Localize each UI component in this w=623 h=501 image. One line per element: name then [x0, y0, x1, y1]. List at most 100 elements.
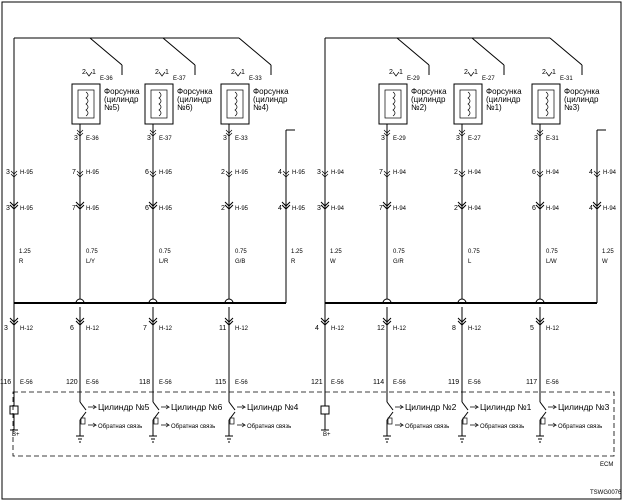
connector-label: H-95 [86, 206, 100, 212]
ground-icon [383, 435, 391, 443]
connector-arrow [9, 201, 19, 207]
switch-icon [539, 401, 547, 411]
connector-arrow [75, 201, 85, 207]
wire-hop [148, 298, 158, 304]
cylinder-label: Цилиндр №5 [98, 402, 150, 412]
connector-chevron [10, 170, 18, 175]
pin-label: 118 [139, 379, 150, 386]
connector-arrow [224, 317, 234, 323]
pin-label: 7 [72, 169, 76, 176]
connector-arrow [320, 320, 330, 326]
pin-label: 3 [317, 205, 321, 212]
connector-label: H-94 [468, 206, 482, 212]
ecm-label: ECM [600, 462, 613, 468]
connector-arrow [535, 317, 545, 323]
connector-label: H-12 [159, 326, 173, 332]
cylinder-label: Цилиндр №2 [405, 402, 457, 412]
pin-label: 3 [4, 325, 8, 332]
pin-label: 6 [532, 169, 536, 176]
injector-label: №6) [177, 103, 193, 112]
connector-chevron [383, 170, 391, 175]
switch-icon [386, 401, 394, 411]
injector-label: Форсунка [177, 87, 213, 96]
connector-label: E-31 [546, 136, 559, 142]
pin-label: 11 [219, 325, 226, 332]
pin-label: 7 [143, 325, 147, 332]
connector-arrow [281, 201, 291, 207]
pin-label: 1 [241, 69, 245, 76]
pin-label: 4 [278, 205, 282, 212]
pin-label: 6 [145, 169, 149, 176]
connector-arrow [148, 320, 158, 326]
coil-icon [85, 91, 89, 117]
connector-label: H-95 [159, 170, 173, 176]
injector-label: (цилиндр [486, 95, 521, 104]
cylinder-label: Цилиндр №3 [558, 402, 610, 412]
coil-icon [392, 91, 396, 117]
connector-label: H-12 [546, 326, 560, 332]
sensor-icon [229, 417, 235, 425]
connector-label: H-94 [603, 170, 617, 176]
injector-label: №5) [104, 103, 120, 112]
connector-label: E-37 [173, 76, 186, 82]
injector-label: Форсунка [411, 87, 447, 96]
wire-color: L/R [159, 259, 169, 265]
connector-arrow [281, 204, 291, 210]
connector-label: E-29 [407, 76, 420, 82]
connector-chevron [383, 173, 391, 178]
pin-label: 12 [377, 325, 385, 332]
connector-chevron [225, 170, 233, 175]
connector-label: H-95 [20, 170, 34, 176]
connector-chevron [545, 71, 553, 77]
pin-label: 2 [221, 205, 225, 212]
injector-lead [162, 37, 196, 66]
connector-label: H-94 [393, 206, 407, 212]
pin-label: 2 [82, 69, 86, 76]
injector-label: №1) [486, 103, 502, 112]
arrow-icon [470, 422, 480, 428]
connector-arrow [592, 204, 602, 210]
connector-chevron [149, 132, 157, 137]
sensor-icon [387, 417, 393, 425]
coil-icon [158, 91, 162, 117]
switch-icon [461, 401, 469, 411]
connector-arrow [320, 204, 330, 210]
injector-label: (цилиндр [253, 95, 288, 104]
components-layer [9, 71, 602, 443]
connector-label: E-31 [560, 76, 573, 82]
arrow-icon [395, 404, 405, 410]
connector-label: E-29 [393, 136, 406, 142]
connector-arrow [535, 204, 545, 210]
connector-chevron [467, 71, 475, 77]
connector-label: E-27 [468, 136, 481, 142]
feedback-label: Обратная связь [558, 424, 602, 430]
connector-chevron [158, 71, 166, 77]
injector-coil-frame [226, 89, 244, 119]
connector-chevron [76, 129, 84, 134]
connector-chevron [321, 170, 329, 175]
pin-label: 3 [147, 135, 151, 142]
pin-label: 3 [74, 135, 78, 142]
connector-label: H-12 [393, 326, 407, 332]
arrow-icon [548, 404, 558, 410]
wire-hop [382, 298, 392, 304]
wire-hop [457, 298, 467, 304]
connector-arrow [457, 201, 467, 207]
pin-label: 3 [381, 135, 385, 142]
ground-icon [149, 435, 157, 443]
pin-label: 1 [474, 69, 478, 76]
injector-body [220, 83, 250, 125]
injector-label: Форсунка [104, 87, 140, 96]
connector-arrow [9, 317, 19, 323]
connector-arrow [148, 204, 158, 210]
connector-label: H-94 [331, 170, 345, 176]
pin-label: 4 [315, 325, 319, 332]
pin-label: 3 [456, 135, 460, 142]
connector-label: H-94 [331, 206, 345, 212]
arrow-icon [395, 422, 405, 428]
connector-chevron [10, 173, 18, 178]
wire-color: R [19, 259, 24, 265]
pin-label: 119 [448, 379, 459, 386]
pin-label: 3 [317, 169, 321, 176]
relay-icon [320, 405, 330, 415]
